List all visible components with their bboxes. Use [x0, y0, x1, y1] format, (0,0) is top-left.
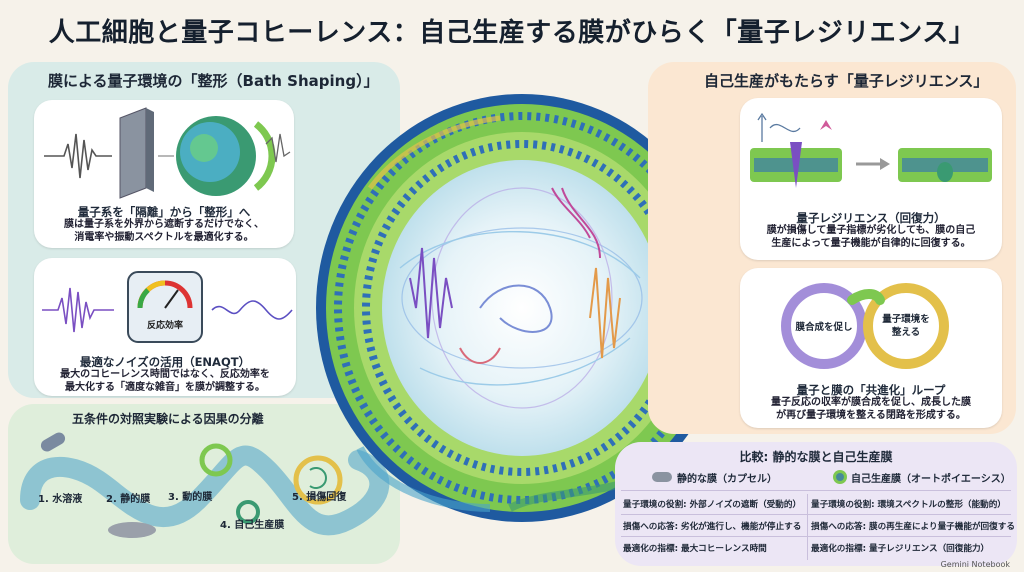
- isolation-body-2: 消電率や振動スペクトルを最適化する。: [74, 232, 254, 243]
- comparison-panel: 比較: 静的な膜と自己生産膜 静的な膜（カプセル） 自己生産膜（オートポイエーシ…: [615, 442, 1017, 566]
- resilience-body-1: 膜が損傷して量子指標が劣化しても、膜の自己: [766, 225, 976, 236]
- resilience-heading: 自己生産がもたらす「量子レジリエンス」: [704, 72, 989, 90]
- five-condition-heading: 五条件の対照実験による因果の分離: [72, 412, 264, 426]
- autopoietic-membrane-title: 自己生産膜（オートポイエーシス）: [851, 474, 1011, 485]
- cell-icon: [833, 470, 847, 484]
- step-5-label: 5. 損傷回復: [292, 492, 347, 503]
- static-row-damage: 損傷への応答: 劣化が進行し、機能が停止する: [623, 522, 802, 532]
- five-condition-panel: 五条件の対照実験による因果の分離 1. 水溶液 2. 静的膜 3. 動的膜 4.…: [8, 404, 400, 564]
- resilience-body-2: 生産によって量子機能が自律的に回復する。: [771, 238, 971, 249]
- coevolution-card: 膜合成を促し 量子環境を 整える 量子と膜の「共進化」ループ 量子反応の収率が膜…: [740, 268, 1002, 428]
- step-3-label: 3. 動的膜: [168, 492, 213, 503]
- static-membrane-title: 静的な膜（カプセル）: [677, 474, 777, 485]
- isolation-illustration: [44, 107, 291, 199]
- step-1-label: 1. 水溶液: [38, 494, 83, 505]
- resilience-illustration: [750, 112, 992, 188]
- isolation-body-1: 膜は量子系を外界から遮断するだけでなく、: [64, 219, 264, 230]
- comparison-row-divider-1: [621, 514, 1011, 515]
- step-4-label: 4. 自己生産膜: [220, 520, 285, 531]
- isolation-title: 量子系を「隔離」から「整形」へ: [77, 205, 251, 219]
- auto-row-role: 量子環境の役割: 環境スペクトルの整形（能動的）: [811, 500, 1006, 510]
- coevolution-body-2: が再び量子環境を整える閉路を形成する。: [776, 410, 966, 421]
- enaqt-body-2: 最大化する「適度な雑音」を膜が調整する。: [65, 382, 265, 393]
- isolation-card: 量子系を「隔離」から「整形」へ 膜は量子系を外界から遮断するだけでなく、 消電率…: [34, 100, 294, 248]
- resilience-panel: 自己生産がもたらす「量子レジリエンス」 量子レジリエンス（回復力） 膜が損傷して…: [648, 62, 1016, 434]
- loop-right-label-1: 量子環境を: [882, 313, 930, 325]
- capsule-icon: [652, 472, 672, 482]
- enaqt-body-1: 最大のコヒーレンス時間ではなく、反応効率を: [60, 369, 270, 380]
- comparison-heading: 比較: 静的な膜と自己生産膜: [739, 450, 893, 464]
- resilience-card: 量子レジリエンス（回復力） 膜が損傷して量子指標が劣化しても、膜の自己 生産によ…: [740, 98, 1002, 260]
- bath-shaping-heading: 膜による量子環境の「整形（Bath Shaping）」: [48, 72, 379, 90]
- static-row-role: 量子環境の役割: 外部ノイズの遮断（受動的）: [623, 500, 802, 510]
- page-title: 人工細胞と量子コヒーレンス：自己生産する膜がひらく「量子レジリエンス」: [48, 18, 976, 48]
- enaqt-illustration: 反応効率: [42, 271, 293, 343]
- five-condition-illustration: [20, 432, 390, 538]
- bath-shaping-panel: 膜による量子環境の「整形（Bath Shaping）」 量子系を「隔離」から「整…: [8, 62, 400, 398]
- coevolution-title: 量子と膜の「共進化」ループ: [796, 383, 946, 397]
- comparison-row-divider-2: [621, 536, 1011, 537]
- comparison-divider: [621, 490, 1011, 491]
- coevolution-loop-illustration: 膜合成を促し 量子環境を 整える: [781, 283, 949, 369]
- comparison-column-divider: [807, 494, 808, 560]
- step-2-label: 2. 静的膜: [106, 494, 151, 505]
- enaqt-title: 最適なノイズの活用（ENAQT）: [79, 355, 251, 369]
- footer-logo: Gemini Notebook: [940, 560, 1010, 569]
- static-row-metric: 最適化の指標: 最大コヒーレンス時間: [623, 544, 767, 554]
- loop-right-label-2: 整える: [891, 326, 920, 338]
- auto-row-metric: 最適化の指標: 量子レジリエンス（回復能力）: [811, 544, 990, 554]
- auto-row-damage: 損傷への応答: 膜の再生産により量子機能が回復する: [811, 522, 1015, 532]
- enaqt-card: 反応効率 最適なノイズの活用（ENAQT） 最大のコヒーレンス時間ではなく、反応…: [34, 258, 296, 396]
- loop-left-label: 膜合成を促し: [794, 321, 852, 333]
- resilience-title: 量子レジリエンス（回復力）: [796, 211, 946, 225]
- gauge-label: 反応効率: [147, 319, 183, 331]
- coevolution-body-1: 量子反応の収率が膜合成を促し、成長した膜: [771, 397, 971, 408]
